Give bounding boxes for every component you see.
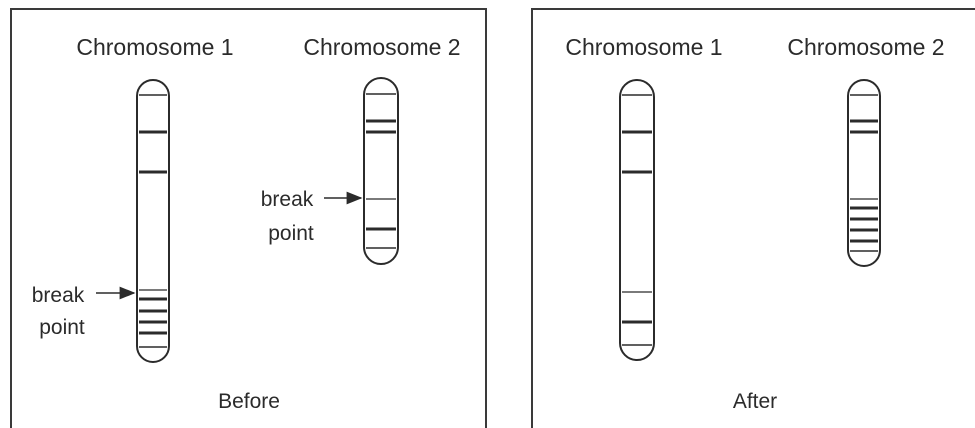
after-chromosome2-label: Chromosome 2 (787, 34, 944, 60)
break-point-label-chr1-line2: point (39, 316, 85, 339)
before-chromosome2 (364, 78, 398, 264)
before-chromosome1-label: Chromosome 1 (76, 34, 233, 60)
break-point-label-chr2-line2: point (268, 222, 314, 245)
before-caption: Before (218, 390, 280, 413)
before-chromosome1 (137, 80, 169, 362)
after-chromosome1 (620, 80, 654, 360)
before-chromosome2-label: Chromosome 2 (303, 34, 460, 60)
after-chromosome1-label: Chromosome 1 (565, 34, 722, 60)
break-point-label-chr1-line1: break (32, 284, 85, 307)
break-point-label-chr2-line1: break (261, 188, 314, 211)
after-caption: After (733, 390, 777, 413)
after-chromosome2 (848, 80, 880, 266)
